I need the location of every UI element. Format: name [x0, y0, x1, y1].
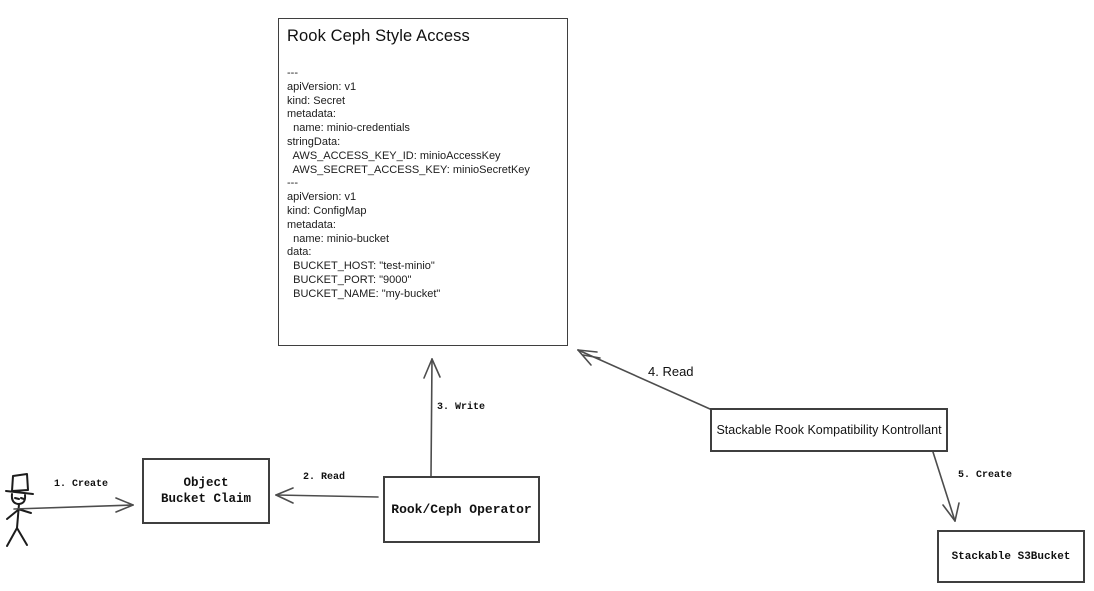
node-stackable-controller: Stackable Rook Kompatibility Kontrollant [710, 408, 948, 452]
node-stackable-controller-label: Stackable Rook Kompatibility Kontrollant [716, 423, 942, 437]
edge-label-read-2: 2. Read [303, 472, 346, 483]
edge-label-create-1: 1. Create [54, 479, 109, 490]
node-rook-ceph-style-access: Rook Ceph Style Access ---apiVersion: v1… [278, 18, 568, 346]
edge-label-create-5: 5. Create [958, 470, 1013, 481]
node-rook-ceph-operator-label: Rook/Ceph Operator [391, 502, 532, 517]
arrow-read-2 [275, 487, 379, 504]
arrow-create-5 [932, 451, 960, 522]
stick-figure-user [5, 473, 34, 547]
node-stackable-s3bucket: Stackable S3Bucket [937, 530, 1085, 583]
arrow-create-1 [13, 497, 134, 513]
arrow-read-4 [577, 349, 711, 410]
node-object-bucket-claim: Object Bucket Claim [142, 458, 270, 524]
arrow-write-3 [423, 358, 441, 477]
node-rook-ceph-operator: Rook/Ceph Operator [383, 476, 540, 543]
node-stackable-s3bucket-label: Stackable S3Bucket [951, 550, 1071, 563]
edge-label-read-4: 4. Read [648, 364, 694, 379]
node-object-bucket-claim-label: Object Bucket Claim [160, 476, 251, 506]
node-rook-ceph-title: Rook Ceph Style Access [287, 27, 470, 45]
edge-label-write-3: 3. Write [437, 402, 486, 413]
